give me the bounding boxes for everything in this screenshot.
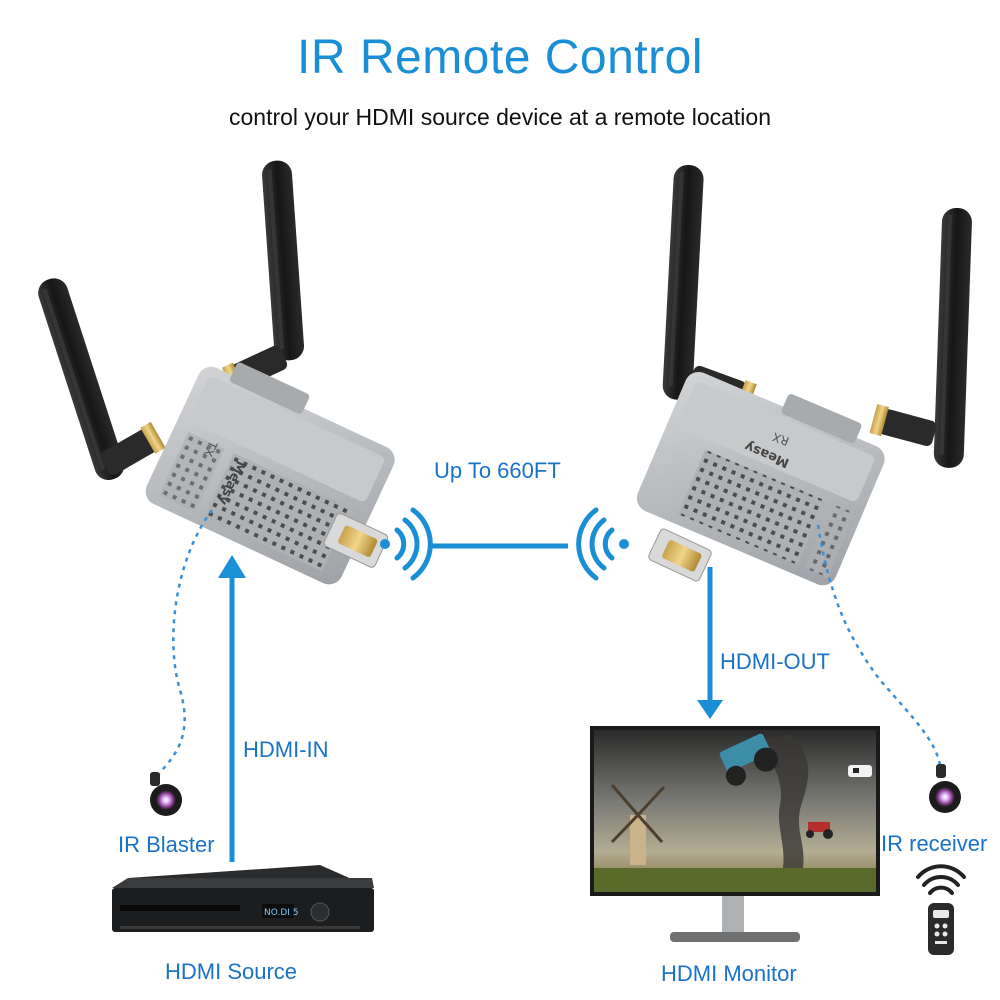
hdmi-out-label: HDMI-OUT <box>720 649 830 674</box>
hdmi-monitor <box>590 726 880 942</box>
tx-hdmi-plug <box>323 513 389 568</box>
rx-antenna-right <box>933 207 972 468</box>
player-display: NO.DI 5 <box>264 908 298 918</box>
wireless-link <box>380 507 629 581</box>
range-label: Up To 660FT <box>434 458 561 483</box>
tx-tag: TX <box>201 438 221 459</box>
remote-signal-icon <box>916 864 966 895</box>
rx-tag: RX <box>771 430 791 449</box>
hdmi-in-label: HDMI-IN <box>243 737 329 762</box>
ir-blaster-label: IR Blaster <box>118 832 215 857</box>
ir-receiver-label: IR receiver <box>881 831 988 856</box>
rx-antenna-right-joint <box>869 404 937 447</box>
page-title: IR Remote Control <box>297 31 703 84</box>
hdmi-source-label: HDMI Source <box>165 959 298 984</box>
hdmi-monitor-label: HDMI Monitor <box>661 961 797 986</box>
rx-antenna-left <box>662 164 704 400</box>
rx-signal-icon <box>576 507 629 581</box>
ir-receiver-cable <box>816 524 942 766</box>
ir-blaster-device <box>150 772 182 816</box>
remote-control <box>916 864 966 955</box>
hdmi-in-arrowhead <box>218 555 246 578</box>
rx-receiver: RX Measy <box>636 164 972 586</box>
tx-transmitter: TX Measy <box>38 160 395 585</box>
rx-body <box>636 371 885 586</box>
ir-blaster-cable <box>157 509 214 776</box>
page-subtitle: control your HDMI source device at a rem… <box>228 104 772 130</box>
ir-receiver-device <box>929 764 961 813</box>
rx-hdmi-plug <box>648 528 712 582</box>
tx-antenna-left-joint <box>100 421 166 475</box>
tx-signal-icon <box>380 507 433 581</box>
hdmi-out-arrowhead <box>697 700 723 719</box>
tx-antenna-left <box>38 278 125 481</box>
tx-antenna-right <box>262 160 305 361</box>
hdmi-source-player: NO.DI 5 <box>112 865 374 932</box>
